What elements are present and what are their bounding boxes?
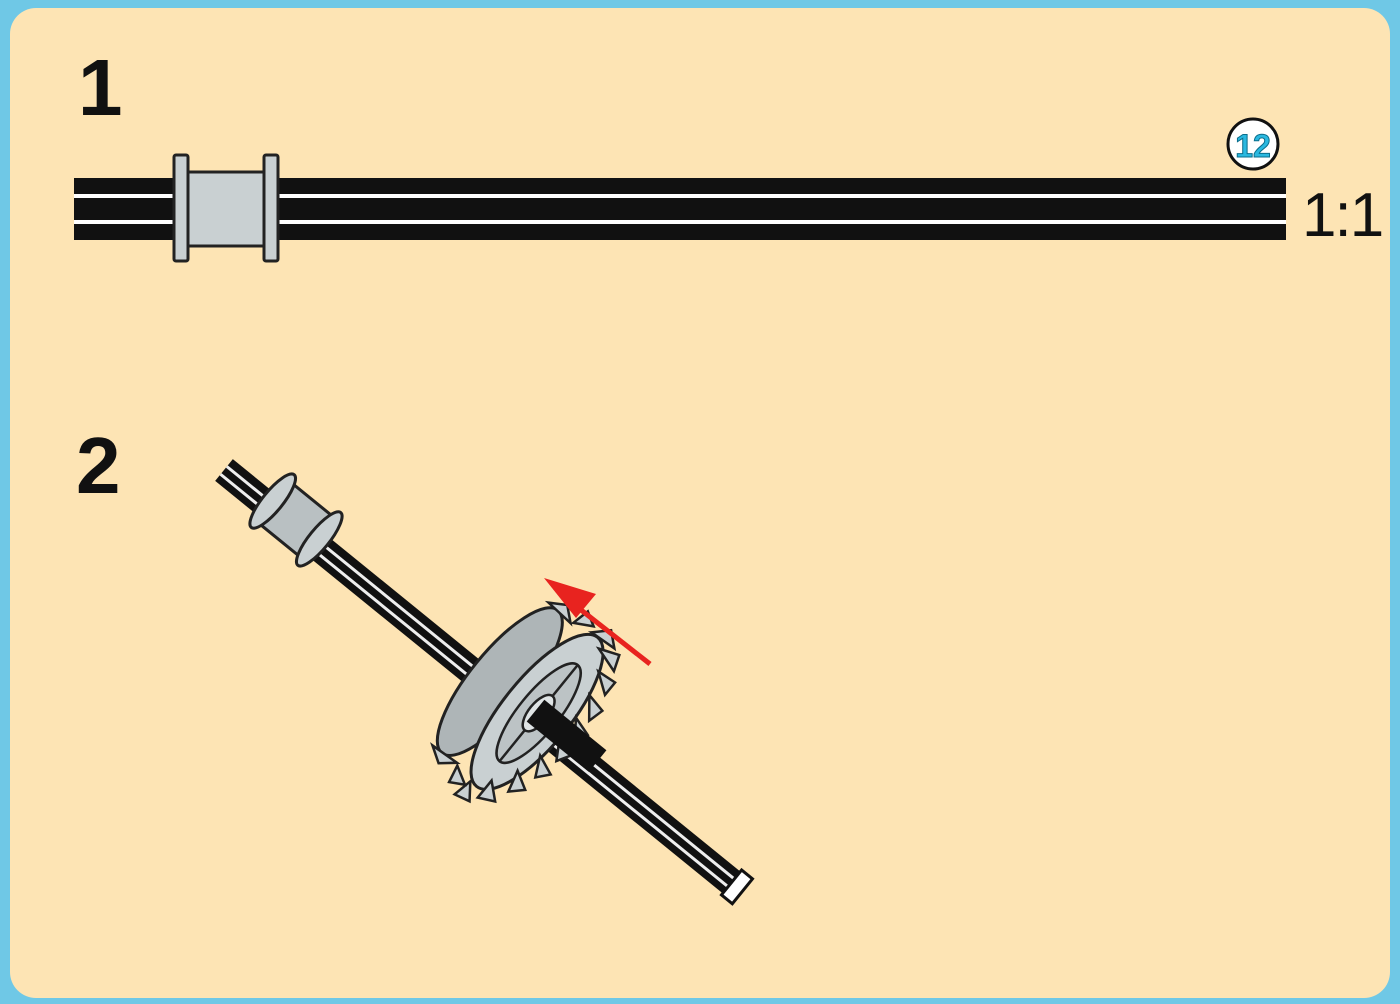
insert-direction-arrow-icon xyxy=(544,578,652,666)
step-number-2: 2 xyxy=(76,421,121,510)
axle-length-number: 12 xyxy=(1235,128,1271,164)
instruction-art: 12 xyxy=(74,117,1286,906)
scale-label: 1:1 xyxy=(1302,181,1384,250)
gear-20-tooth-double-bevel-icon xyxy=(430,600,621,804)
bush-icon xyxy=(248,472,344,568)
bush-icon xyxy=(172,153,280,263)
axle-length-badge: 12 xyxy=(1226,117,1280,171)
instruction-panel: 1 2 1:1 12 xyxy=(10,8,1390,998)
step-number-1: 1 xyxy=(78,43,123,132)
